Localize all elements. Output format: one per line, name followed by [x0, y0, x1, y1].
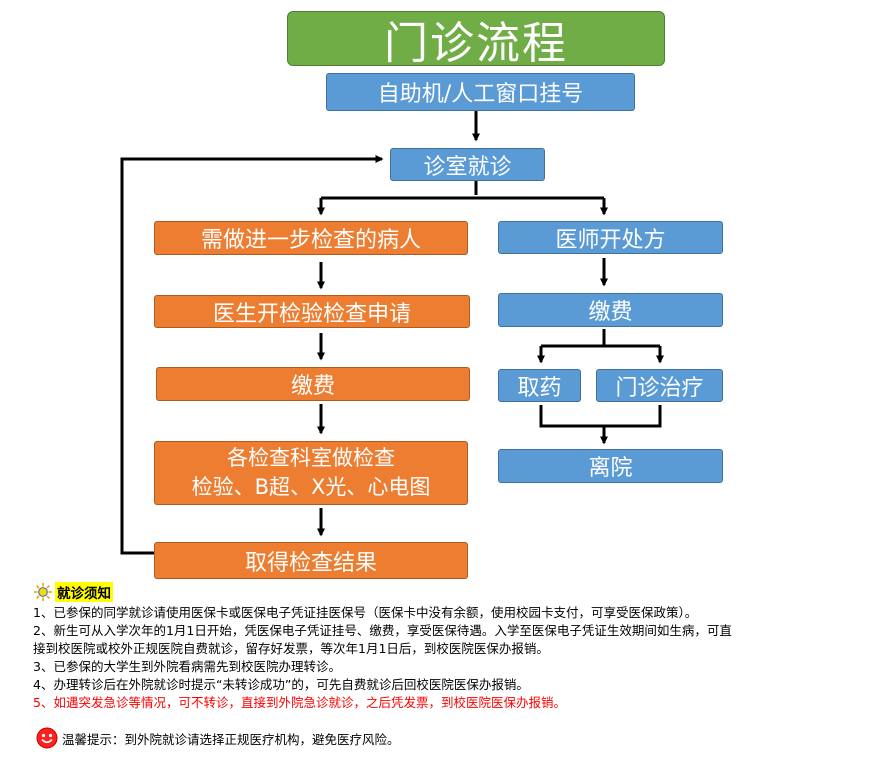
step-need-exam-label: 需做进一步检查的病人 [200, 228, 421, 253]
sun-icon [34, 583, 52, 601]
page-title-text: 门诊流程 [384, 17, 568, 69]
step-outpatient-treatment: 门诊治疗 [596, 369, 723, 402]
connector-merge [539, 405, 662, 428]
step-need-exam: 需做进一步检查的病人 [154, 221, 468, 255]
note-item-2-cont: 接到校医院或校外正规医院自费就诊，留存好发票，等次年1月1日后，到校医院医保办报… [33, 641, 549, 656]
step-exam: 各检查科室做检查 检验、B超、X光、心电图 [154, 441, 468, 505]
step-register-label: 自助机/人工窗口挂号 [377, 82, 584, 107]
step-exam-request: 医生开检验检查申请 [154, 295, 470, 328]
notes-heading-label: 就诊须知 [55, 582, 113, 602]
step-take-medicine-label: 取药 [517, 375, 562, 401]
step-pay-left: 缴费 [156, 367, 470, 401]
step-leave: 离院 [498, 449, 723, 483]
step-register: 自助机/人工窗口挂号 [326, 73, 635, 111]
notes-heading: 就诊须知 [33, 582, 878, 602]
step-consult: 诊室就诊 [390, 148, 545, 181]
step-leave-label: 离院 [588, 456, 633, 481]
notes-section: 就诊须知 1、已参保的同学就诊请使用医保卡或医保电子凭证挂医保号（医保卡中没有余… [33, 582, 878, 712]
step-exam-line2: 检验、B超、X光、心电图 [191, 475, 431, 499]
note-item-1: 1、已参保的同学就诊请使用医保卡或医保电子凭证挂医保号（医保卡中没有余额，使用校… [33, 605, 698, 620]
connector-loop-back [120, 157, 372, 555]
step-take-medicine: 取药 [498, 369, 581, 402]
smiley-face-icon [36, 727, 58, 749]
step-consult-label: 诊室就诊 [423, 154, 512, 180]
step-get-result: 取得检查结果 [154, 542, 468, 579]
step-exam-request-label: 医生开检验检查申请 [212, 301, 411, 327]
step-outpatient-treatment-label: 门诊治疗 [615, 375, 704, 401]
step-exam-line1: 各检查科室做检查 [227, 446, 395, 470]
step-prescribe-label: 医师开处方 [555, 227, 666, 253]
flow-connectors [120, 111, 664, 555]
note-item-4: 4、办理转诊后在外院就诊时提示“未转诊成功”的，可先自费就诊后回校医院医保办报销… [33, 677, 529, 692]
step-pay-right: 缴费 [498, 293, 723, 327]
note-item-2: 2、新生可从入学次年的1月1日开始，凭医保电子凭证挂号、缴费，享受医保待遇。入学… [33, 623, 732, 638]
step-pay-right-label: 缴费 [588, 300, 633, 325]
step-get-result-label: 取得检查结果 [244, 550, 377, 576]
note-item-3: 3、已参保的大学生到外院看病需先到校医院办理转诊。 [33, 659, 341, 674]
warm-tip: 温馨提示：到外院就诊请选择正规医疗机构，避免医疗风险。 [36, 727, 400, 749]
page-title: 门诊流程 [287, 11, 665, 69]
note-item-5: 5、如遇突发急诊等情况，可不转诊，直接到外院急诊就诊，之后凭发票，到校医院医保办… [33, 695, 566, 710]
step-prescribe: 医师开处方 [498, 221, 723, 254]
step-pay-left-label: 缴费 [290, 374, 335, 399]
warm-tip-text: 温馨提示：到外院就诊请选择正规医疗机构，避免医疗风险。 [62, 731, 400, 747]
